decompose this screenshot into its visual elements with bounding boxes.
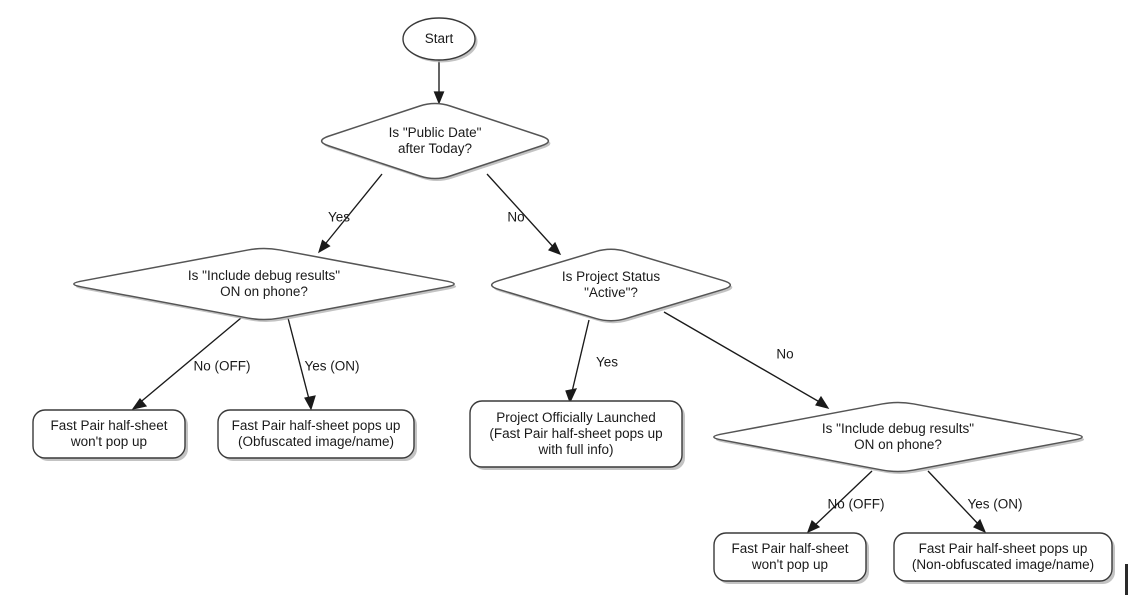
- arrowhead-icon: [304, 395, 316, 411]
- node-non-obfuscated-popup: Fast Pair half-sheet pops up(Non-obfusca…: [893, 532, 1115, 584]
- arrowhead-icon: [433, 91, 445, 105]
- edge-label-public-date-no: No: [507, 210, 524, 225]
- node-label-non-obfuscated-popup: Fast Pair half-sheet pops up(Non-obfusca…: [912, 541, 1094, 572]
- arrowhead-icon: [973, 518, 987, 534]
- node-public-date-decision: Is "Public Date"after Today?: [320, 102, 551, 181]
- node-label-debug-results-left-decision: Is "Include debug results"ON on phone?: [188, 268, 340, 299]
- edge-label-debug-left-yes: Yes (ON): [304, 359, 359, 374]
- page-margin-mark: [1125, 564, 1128, 595]
- edge-project-status-no: [663, 311, 830, 409]
- edge-debug-right-yes: [927, 470, 987, 534]
- arrowhead-icon: [131, 398, 148, 410]
- node-label-debug-results-right-decision: Is "Include debug results"ON on phone?: [822, 421, 974, 452]
- edge-start-to-public-date: [433, 60, 445, 105]
- rounded-rect-shape: [217, 409, 415, 459]
- node-label-start: Start: [425, 31, 454, 46]
- node-label-project-status-decision: Is Project Status"Active"?: [562, 269, 661, 300]
- node-label-project-launched: Project Officially Launched(Fast Pair ha…: [489, 410, 662, 457]
- edge-public-date-yes: [317, 173, 383, 254]
- edge-label-debug-right-yes: Yes (ON): [967, 497, 1022, 512]
- node-label-obfuscated-popup: Fast Pair half-sheet pops up(Obfuscated …: [232, 418, 401, 449]
- arrowhead-icon: [565, 388, 578, 404]
- edge-label-debug-right-no: No (OFF): [828, 497, 885, 512]
- edge-debug-right-no: [806, 470, 873, 534]
- edge-label-project-status-no: No: [776, 347, 793, 362]
- node-project-status-decision: Is Project Status"Active"?: [490, 248, 733, 324]
- arrowhead-icon: [317, 239, 331, 254]
- edge-layer: [131, 60, 987, 534]
- rounded-rect-shape: [893, 532, 1113, 582]
- diamond-shape: [320, 102, 550, 180]
- edge-label-debug-left-no: No (OFF): [194, 359, 251, 374]
- arrowhead-icon: [806, 519, 821, 534]
- diamond-shape: [713, 401, 1083, 473]
- edge-public-date-no: [486, 173, 562, 256]
- edge-project-status-yes: [565, 319, 590, 404]
- node-start: Start: [402, 17, 478, 63]
- rounded-rect-shape: [469, 400, 683, 468]
- node-layer: Start Is "Public Date"after Today? Is "Inc…: [32, 17, 1115, 584]
- node-obfuscated-popup: Fast Pair half-sheet pops up(Obfuscated …: [217, 409, 417, 461]
- ellipse-shape: [402, 17, 476, 61]
- rounded-rect-shape: [32, 409, 186, 459]
- edge-label-public-date-yes: Yes: [328, 210, 350, 225]
- node-debug-results-right-decision: Is "Include debug results"ON on phone?: [713, 401, 1085, 475]
- edge-debug-left-no: [131, 317, 242, 410]
- node-label-public-date-decision: Is "Public Date"after Today?: [389, 125, 482, 156]
- arrowhead-icon: [547, 241, 562, 256]
- edge-label-project-status-yes: Yes: [596, 355, 618, 370]
- diamond-shape: [490, 248, 732, 322]
- edge-debug-left-yes: [287, 317, 316, 411]
- node-project-launched: Project Officially Launched(Fast Pair ha…: [469, 400, 685, 470]
- rounded-rect-shape: [713, 532, 867, 582]
- margin-mark-layer: [1125, 564, 1128, 595]
- node-debug-results-left-decision: Is "Include debug results"ON on phone?: [73, 247, 457, 323]
- arrowhead-icon: [815, 395, 830, 409]
- diamond-shape: [73, 247, 455, 321]
